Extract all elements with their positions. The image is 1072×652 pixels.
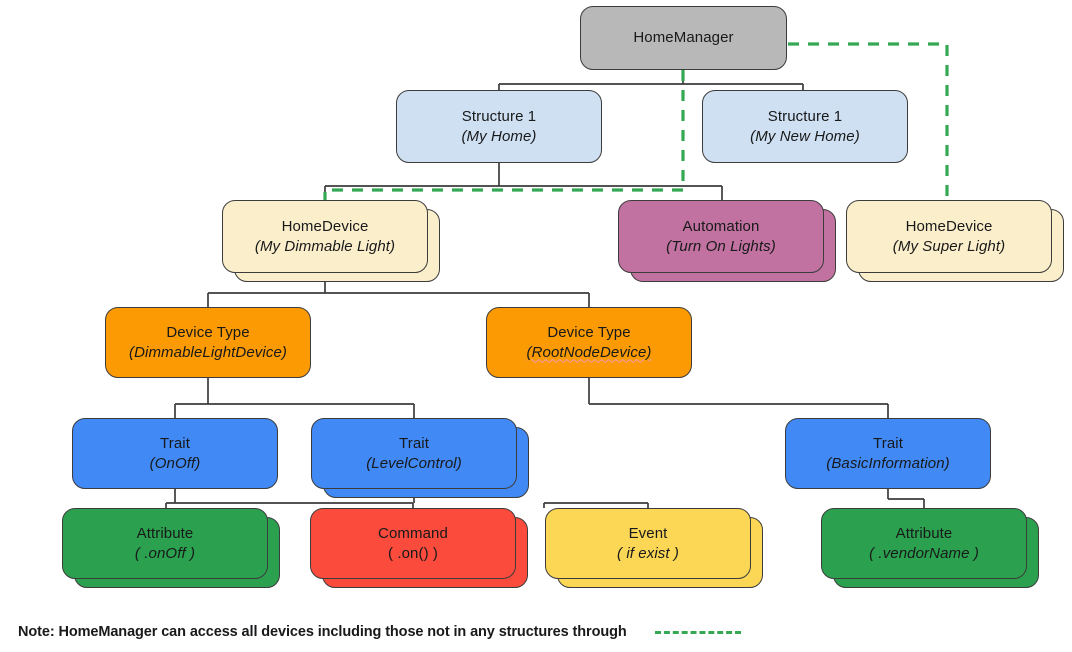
node-automation-line2: (Turn On Lights): [666, 237, 776, 255]
node-device-type-dimmable-light[interactable]: Device Type (DimmableLightDevice): [105, 307, 311, 378]
node-trait-levelcontrol[interactable]: Trait (LevelControl): [311, 418, 517, 489]
node-trait-levelcontrol-line1: Trait: [399, 435, 429, 453]
edge-myhome-to-children: [324, 163, 723, 200]
node-structure-my-new-home-line1: Structure 1: [767, 108, 843, 126]
node-trait-levelcontrol-line2: (LevelControl): [366, 454, 462, 472]
node-trait-onoff-line1: Trait: [160, 435, 190, 453]
node-event-if-exist[interactable]: Event ( if exist ): [545, 508, 751, 579]
node-home-device-dimmable[interactable]: HomeDevice (My Dimmable Light): [222, 200, 428, 273]
node-structure-my-home-line2: (My Home): [461, 127, 537, 145]
node-home-manager-line1: HomeManager: [633, 29, 734, 47]
node-structure-my-new-home[interactable]: Structure 1 (My New Home): [702, 90, 908, 163]
node-command-on-line1: Command: [378, 525, 448, 543]
node-attribute-vendorname[interactable]: Attribute ( .vendorName ): [821, 508, 1027, 579]
legend-dashed-line-swatch: [654, 630, 741, 634]
node-device-type-root-node[interactable]: Device Type (RootNodeDevice): [486, 307, 692, 378]
node-event-if-exist-line2: ( if exist ): [616, 544, 680, 562]
edge-rootnode-to-trait: [588, 378, 889, 418]
node-automation-line1: Automation: [682, 218, 760, 236]
node-device-type-root-node-line1: Device Type: [547, 324, 631, 342]
node-home-device-dimmable-line2: (My Dimmable Light): [254, 237, 396, 255]
node-attribute-onoff[interactable]: Attribute ( .onOff ): [62, 508, 268, 579]
edge-homemanager-to-structures: [498, 72, 804, 91]
edge-basicinfo-to-attribute: [887, 489, 925, 508]
node-attribute-onoff-line2: ( .onOff ): [134, 544, 196, 562]
legend-note: Note: HomeManager can access all devices…: [18, 617, 1048, 647]
node-device-type-dimmable-light-line2: (DimmableLightDevice): [129, 343, 287, 361]
node-command-on-line2: ( .on() ): [387, 544, 439, 562]
node-trait-basicinformation[interactable]: Trait (BasicInformation): [785, 418, 991, 489]
node-device-type-dimmable-light-line1: Device Type: [166, 324, 250, 342]
node-device-type-root-node-line2: (RootNodeDevice): [526, 343, 652, 361]
node-attribute-vendorname-line1: Attribute: [895, 525, 953, 543]
node-attribute-vendorname-line2: ( .vendorName ): [869, 544, 979, 562]
edge-dimmablelight-to-traits: [174, 378, 415, 418]
node-trait-onoff-line2: (OnOff): [149, 454, 201, 472]
legend-note-text: Note: HomeManager can access all devices…: [18, 624, 627, 640]
node-command-on[interactable]: Command ( .on() ): [310, 508, 516, 579]
node-home-manager[interactable]: HomeManager: [580, 6, 787, 70]
node-trait-basicinformation-line1: Trait: [873, 435, 903, 453]
node-trait-basicinformation-line2: (BasicInformation): [826, 454, 950, 472]
node-attribute-onoff-line1: Attribute: [136, 525, 194, 543]
node-event-if-exist-line1: Event: [628, 525, 668, 543]
node-trait-onoff[interactable]: Trait (OnOff): [72, 418, 278, 489]
node-home-device-dimmable-line1: HomeDevice: [281, 218, 369, 236]
node-home-device-super-light-line2: (My Super Light): [892, 237, 1006, 255]
node-structure-my-new-home-line2: (My New Home): [750, 127, 860, 145]
node-structure-my-home[interactable]: Structure 1 (My Home): [396, 90, 602, 163]
node-automation-turn-on-lights[interactable]: Automation (Turn On Lights): [618, 200, 824, 273]
node-home-device-super-light-line1: HomeDevice: [905, 218, 993, 236]
node-home-device-super-light[interactable]: HomeDevice (My Super Light): [846, 200, 1052, 273]
node-structure-my-home-line1: Structure 1: [461, 108, 537, 126]
